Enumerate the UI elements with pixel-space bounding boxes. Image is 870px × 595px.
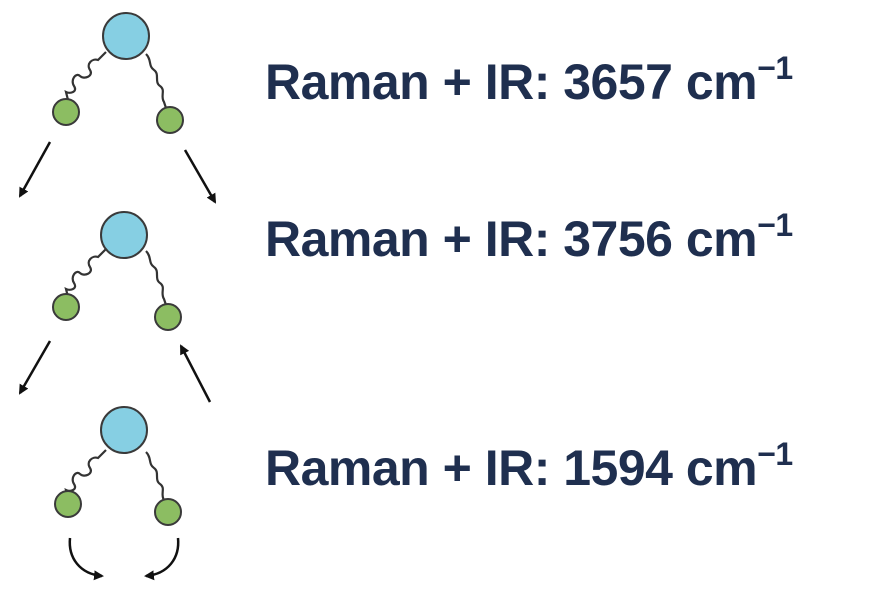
molecule-diagram-symmetric-stretch	[18, 12, 217, 204]
outer-atom-icon	[156, 106, 184, 134]
frequency-text: Raman + IR: 3756 cm	[265, 211, 758, 267]
central-atom-icon	[100, 211, 148, 259]
spring-bond-icon	[145, 53, 168, 109]
outer-atom-icon	[52, 293, 80, 321]
motion-arrow-icon	[183, 149, 217, 204]
molecule-diagram-bend	[54, 406, 182, 581]
motion-arrow-icon	[18, 340, 52, 395]
outer-atom-icon	[154, 498, 182, 526]
frequency-text: Raman + IR: 3657 cm	[265, 54, 758, 110]
outer-atom-icon	[52, 98, 80, 126]
central-atom-icon	[100, 406, 148, 454]
spring-bond-icon	[64, 248, 107, 298]
motion-arrow-icon	[144, 537, 180, 581]
motion-arrow-icon	[68, 537, 104, 581]
outer-atom-icon	[154, 303, 182, 331]
central-atom-icon	[102, 12, 150, 60]
vibration-mode-1: Raman + IR: 3657 cm−1	[0, 0, 870, 204]
molecule-diagram-asymmetric-stretch	[18, 211, 212, 403]
motion-arrow-icon	[18, 141, 52, 198]
mode-frequency-label: Raman + IR: 3657 cm−1	[265, 52, 793, 110]
outer-atom-icon	[54, 490, 82, 518]
frequency-text: Raman + IR: 1594 cm	[265, 440, 758, 496]
motion-arrow-icon	[179, 344, 212, 403]
mode-frequency-label: Raman + IR: 3756 cm−1	[265, 209, 793, 267]
unit-exponent: −1	[757, 50, 793, 86]
spring-bond-icon	[64, 51, 107, 101]
vibration-mode-2: Raman + IR: 3756 cm−1	[0, 197, 870, 403]
unit-exponent: −1	[757, 207, 793, 243]
spring-bond-icon	[145, 451, 167, 505]
mode-frequency-label: Raman + IR: 1594 cm−1	[265, 438, 793, 496]
spring-bond-icon	[145, 250, 168, 306]
spring-bond-icon	[64, 449, 107, 499]
vibration-mode-3: Raman + IR: 1594 cm−1	[0, 398, 870, 595]
unit-exponent: −1	[757, 436, 793, 472]
